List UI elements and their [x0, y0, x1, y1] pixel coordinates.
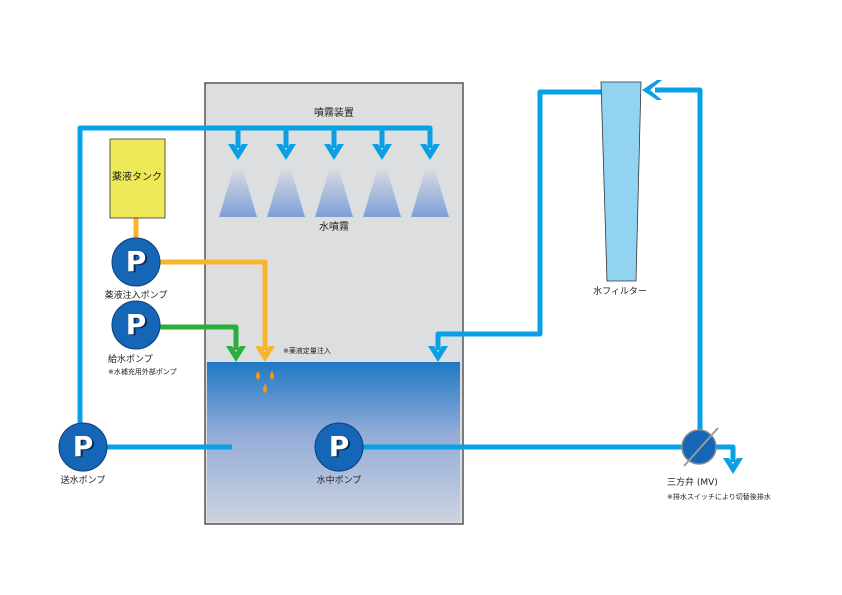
nozzle-arrows [228, 128, 440, 160]
supply-pump-note: ※水補充用外部ポンプ [108, 367, 177, 376]
submerged-pump-label: 水中ポンプ [317, 474, 362, 486]
pump-icon: P [126, 245, 147, 278]
drain-pipe [712, 444, 743, 474]
mist-cone [411, 167, 449, 217]
chemical-tank-label: 薬液タンク [112, 170, 162, 183]
mist-cones [219, 167, 449, 217]
water-filter [600, 81, 642, 282]
supply-arrow-icon [226, 346, 246, 362]
pump-icon: P [329, 430, 350, 463]
supply-pipe [150, 324, 239, 350]
pump-symbol-shadow: P [128, 309, 149, 342]
pump-icon: P [73, 430, 94, 463]
return-arrow-icon [428, 346, 448, 362]
filter-inlet-arrow-icon [642, 80, 662, 100]
mist-cone [363, 167, 401, 217]
supply-pump[interactable]: PP [111, 300, 161, 350]
pump-icon: P [126, 308, 147, 341]
pump-symbol-shadow: P [331, 431, 352, 464]
pump-symbol-shadow: P [75, 431, 96, 464]
dosing-note: ※薬液定量注入 [283, 346, 331, 355]
nozzle-arrow-icon [372, 144, 392, 160]
filter-label: 水フィルター [593, 285, 647, 297]
three-way-valve[interactable] [681, 427, 719, 467]
valve-slash-icon [683, 427, 719, 467]
valve-note: ※排水スイッチにより切替後排水 [667, 492, 771, 501]
supply-pump-label: 給水ポンプ [108, 353, 153, 365]
mist-cone [267, 167, 305, 217]
chemical-drops-icon [256, 371, 274, 393]
feed-pump[interactable]: PP [58, 422, 108, 472]
feed-pump-label: 送水ポンプ [61, 474, 106, 486]
mist-cone [219, 167, 257, 217]
chemical-tank [109, 138, 166, 219]
chemical-injection-pump-label: 薬液注入ポンプ [105, 289, 168, 301]
chemical-injection-pump[interactable]: PP [111, 237, 161, 287]
nozzle-arrow-icon [324, 144, 344, 160]
nozzle-arrow-icon [420, 144, 440, 160]
nozzle-arrow-icon [276, 144, 296, 160]
nozzle-arrow-icon [228, 144, 248, 160]
valve-label: 三方弁 (MV) [667, 476, 718, 488]
chamber-title: 噴霧装置 [314, 106, 354, 119]
filter-loop-pipe [435, 87, 703, 447]
submerged-pump[interactable]: PP [314, 422, 364, 472]
chemical-dosing-pipe [150, 259, 268, 350]
pump-symbol-shadow: P [128, 246, 149, 279]
chemical-arrow-icon [255, 346, 275, 362]
mist-label: 水噴霧 [319, 221, 349, 233]
mist-cone [315, 167, 353, 217]
